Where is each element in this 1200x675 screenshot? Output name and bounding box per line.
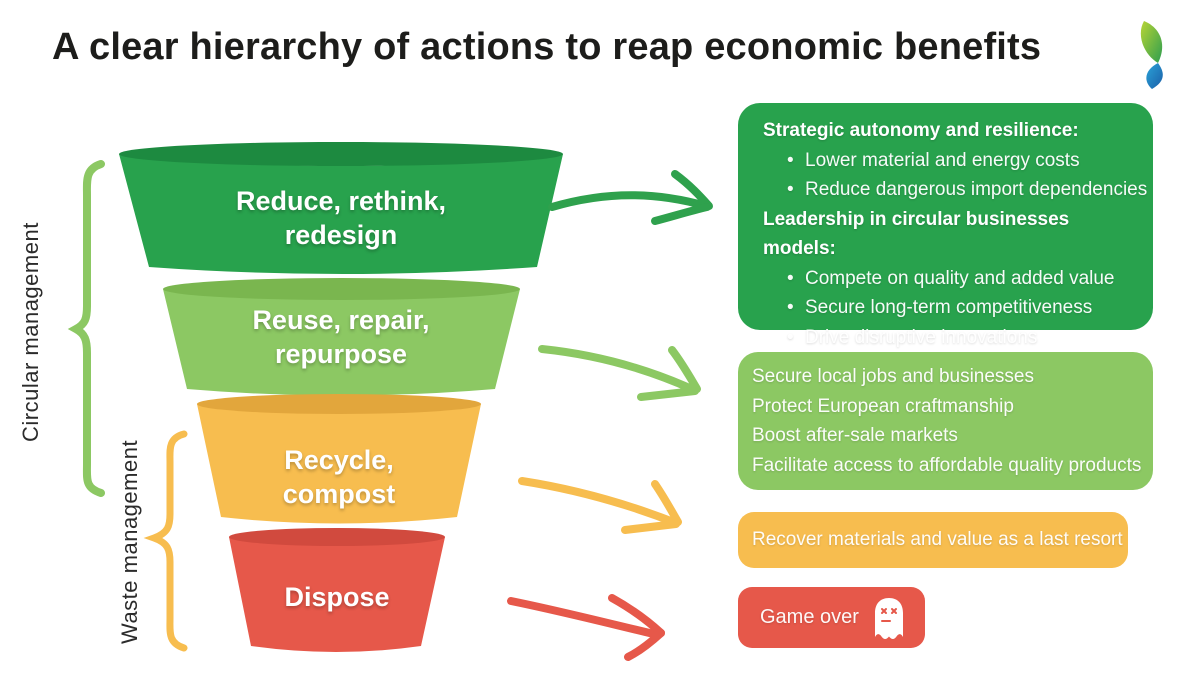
funnel-tier-recycle [197, 394, 481, 524]
benefits-box-local: Secure local jobs and businesses Protect… [738, 352, 1153, 490]
side-label-circular-management: Circular management [18, 222, 43, 442]
local-line: Facilitate access to affordable quality … [752, 454, 1142, 476]
strategic-bullet: Drive disruptive innovations [763, 323, 1135, 353]
recover-line: Recover materials and value as a last re… [752, 529, 1123, 551]
tier-label-recycle: Recycle, compost [282, 445, 396, 509]
strategic-bullet: Secure long-term competitiveness [763, 293, 1135, 323]
strategic-bullet: Lower material and energy costs [763, 146, 1135, 176]
local-line: Protect European craftmanship [752, 395, 1014, 417]
page-title: A clear hierarchy of actions to reap eco… [52, 26, 1042, 68]
benefits-box-strategic: Strategic autonomy and resilience: Lower… [738, 103, 1153, 352]
tier-label-dispose: Dispose [284, 582, 390, 612]
waste-brace [143, 430, 188, 652]
arrow-dispose [507, 594, 665, 661]
benefits-box-recover: Recover materials and value as a last re… [738, 512, 1128, 568]
arrow-recycle [518, 477, 682, 534]
dead-ghost-icon [874, 597, 903, 639]
side-label-waste-management: Waste management [117, 439, 142, 644]
strategic-heading-2: Leadership in circular businesses models… [763, 208, 1070, 260]
funnel-tier-reduce [119, 142, 563, 274]
funnel-tier-reuse [163, 278, 520, 396]
tier-label-reuse: Reuse, repair, repurpose [252, 305, 430, 369]
benefits-box-game-over: Game over [738, 587, 925, 648]
arrow-reduce [548, 170, 713, 225]
leaf-logo-icon [1140, 21, 1163, 89]
game-over-label: Game over [760, 606, 859, 628]
circular-brace [67, 160, 105, 497]
strategic-heading-1: Strategic autonomy and resilience: [763, 120, 1079, 141]
local-line: Boost after-sale markets [752, 425, 958, 446]
arrow-reuse [538, 345, 701, 401]
strategic-bullet: Reduce dangerous import dependencies [763, 175, 1147, 205]
local-line: Secure local jobs and businesses [752, 366, 1035, 387]
strategic-bullet: Compete on quality and added value [763, 264, 1135, 294]
funnel-tier-dispose [229, 528, 445, 652]
tier-label-reduce: Reduce, rethink, redesign [235, 186, 447, 250]
